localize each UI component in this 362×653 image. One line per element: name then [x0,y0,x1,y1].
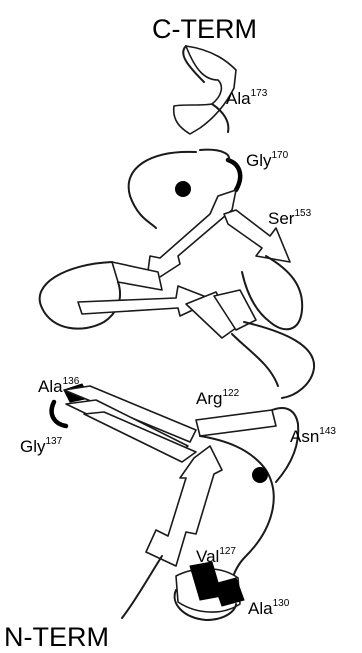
residue-ala130-name: Ala [248,599,273,618]
gly170-highlight [228,160,240,190]
residue-ala173-number: 173 [251,88,268,99]
residue-val127-label: Val127 [196,546,236,566]
residue-ser153-number: 153 [294,208,311,219]
residue-gly170-number: 170 [272,150,289,161]
residue-ala173-label: Ala173 [226,88,268,108]
residue-val127-name: Val [196,547,219,566]
residue-asn143-name: Asn [290,427,319,446]
c-domain-strand-central [146,190,236,286]
residue-ala136-number: 136 [63,376,80,387]
residue-ser153-label: Ser153 [268,208,312,228]
residue-asn143-label: Asn143 [290,426,336,446]
c-domain-ion-sphere [175,181,191,197]
gly137-highlight [52,402,66,426]
n-terminal-tail-coil [122,556,162,618]
residue-gly170-label: Gly170 [246,150,289,170]
interdomain-linker [232,334,278,386]
n-terminal-domain [52,384,299,620]
residue-val127-number: 127 [219,546,236,557]
n-terminus-label: N-TERM [4,622,109,652]
c-domain-loop-upper [200,150,229,160]
residue-arg122-label: Arg122 [196,388,240,408]
residue-ala173-name: Ala [226,89,251,108]
residue-ala130-number: 130 [273,598,290,609]
residue-gly170-name: Gly [246,151,272,170]
residue-ser153-name: Ser [268,209,295,228]
arg122-strand [196,410,276,436]
n-domain-ion-sphere [252,467,268,483]
interdomain-linker-2 [244,322,314,398]
residue-arg122-number: 122 [222,388,239,399]
c-terminus-label: C-TERM [152,14,257,44]
c-domain-loop-far-left [40,262,120,329]
residue-arg122-name: Arg [196,389,222,408]
residue-ala136-name: Ala [38,377,63,396]
residue-asn143-number: 143 [319,426,336,437]
residue-gly137-number: 137 [46,436,63,447]
residue-gly137-name: Gly [20,437,46,456]
residue-gly137-label: Gly137 [20,436,63,456]
residue-ala130-label: Ala130 [248,598,290,618]
